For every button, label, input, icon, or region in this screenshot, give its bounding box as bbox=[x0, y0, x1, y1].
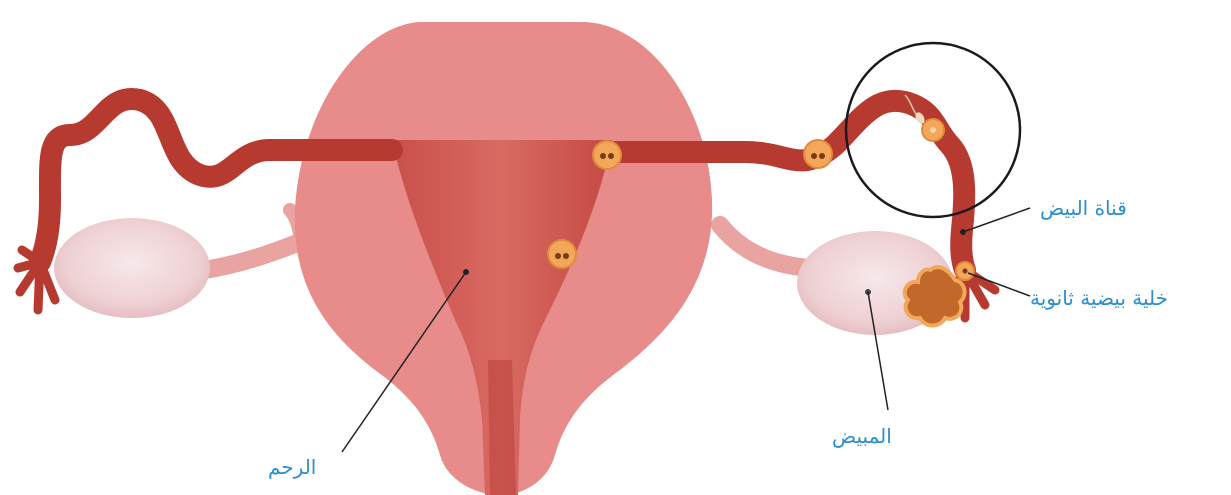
cervical-canal bbox=[488, 360, 516, 495]
tube-pointer-dot bbox=[960, 229, 966, 235]
fallopian-tube-label: قناة البيض bbox=[1040, 196, 1127, 220]
uterus-pointer-dot bbox=[463, 269, 469, 275]
left-ovary bbox=[54, 218, 210, 318]
egg-in-tube bbox=[804, 140, 832, 168]
right-ovarian-ligament bbox=[720, 225, 810, 268]
egg-in-uterus-cavity bbox=[548, 240, 576, 268]
ovary-label: المبيض bbox=[832, 424, 892, 448]
secondary-oocyte-label: خلية بيضية ثانوية bbox=[1030, 286, 1168, 310]
uterus-label: الرحم bbox=[268, 455, 316, 479]
egg-fertilization bbox=[922, 119, 944, 141]
left-ovarian-ligament bbox=[205, 238, 310, 270]
egg-in-uterus-top bbox=[593, 141, 621, 169]
secondary-oocyte bbox=[956, 262, 974, 280]
